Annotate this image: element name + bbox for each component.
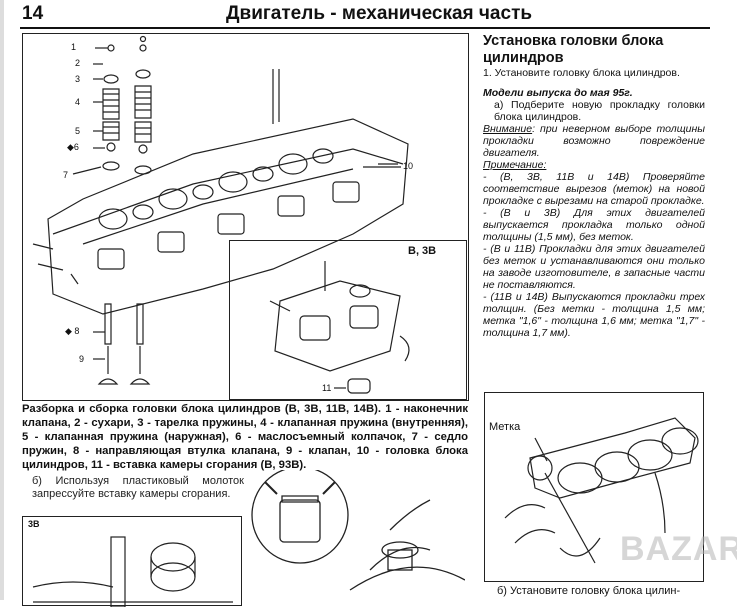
scan-edge bbox=[0, 0, 4, 600]
section-heading: Установка головки блока цилиндров bbox=[483, 33, 664, 66]
callout-8: ◆ 8 bbox=[65, 326, 80, 336]
note-label: Примечание: bbox=[483, 159, 547, 171]
callout-5: 5 bbox=[75, 126, 81, 136]
page-number: 14 bbox=[22, 3, 44, 24]
watermark: BAZAR bbox=[620, 530, 737, 568]
note-2: - (В и 3В) Для этих двигателей выпускает… bbox=[483, 207, 705, 243]
head-gasket-figure bbox=[484, 392, 704, 582]
warning: Внимание: при неверном выборе толщины пр… bbox=[483, 123, 705, 159]
hammer-drawing bbox=[32, 536, 233, 607]
callout-7: 7 bbox=[63, 170, 69, 180]
header-divider bbox=[20, 27, 710, 29]
inset-drawing bbox=[269, 261, 410, 394]
warning-text: : при неверном выборе толщины прокладки … bbox=[483, 123, 705, 159]
note-3: - (В и 11В) Прокладки для этих двигателе… bbox=[483, 243, 705, 291]
step-a: а) Подберите новую прокладку головки бло… bbox=[494, 99, 705, 123]
callout-1: 1 bbox=[71, 42, 77, 52]
insert-press-figure bbox=[22, 516, 242, 607]
callout-2: 2 bbox=[75, 58, 81, 68]
note-1: - (В, 3В, 11В и 14В) Проверяйте соответс… bbox=[483, 171, 705, 207]
callout-9: 9 bbox=[79, 354, 85, 364]
callout-6: ◆6 bbox=[67, 142, 79, 152]
callout-10: 10 bbox=[403, 161, 414, 171]
gasket-drawing bbox=[504, 417, 699, 564]
note-4: - (11В и 14В) Выпускаются прокладки трех… bbox=[483, 291, 705, 339]
callout-4: 4 bbox=[75, 97, 81, 107]
callout-11: 11 bbox=[322, 383, 332, 393]
figure-label-3b: 3В bbox=[28, 519, 40, 529]
mark-label: Метка bbox=[489, 421, 521, 433]
step-b-press-insert: б) Используя пластиковый молоток запресс… bbox=[32, 475, 244, 500]
cylinder-head-drawing bbox=[32, 35, 409, 385]
insert-detail-figure bbox=[250, 466, 466, 600]
inset-figure-b-3b: 11 bbox=[229, 240, 467, 400]
page-title: Двигатель - механическая часть bbox=[226, 3, 533, 24]
right-column: Установка головки блока цилиндров 1. Уст… bbox=[483, 33, 705, 339]
cylinder-head-exploded-figure: 1 2 3 4 5 ◆6 7 ◆ 8 9 10 bbox=[22, 33, 469, 401]
step-b-install-head: б) Установите головку блока цилин- bbox=[497, 585, 681, 597]
warning-label: Внимание bbox=[483, 123, 533, 135]
models-heading: Модели выпуска до мая 95г. bbox=[483, 87, 633, 99]
insert-detail-drawing bbox=[251, 466, 466, 591]
step-1: 1. Установите головку блока цилиндров. bbox=[483, 67, 680, 79]
inset-label: В, 3В bbox=[408, 245, 437, 257]
figure-caption: Разборка и сборка головки блока цилиндро… bbox=[22, 403, 468, 471]
callout-3: 3 bbox=[75, 74, 81, 84]
